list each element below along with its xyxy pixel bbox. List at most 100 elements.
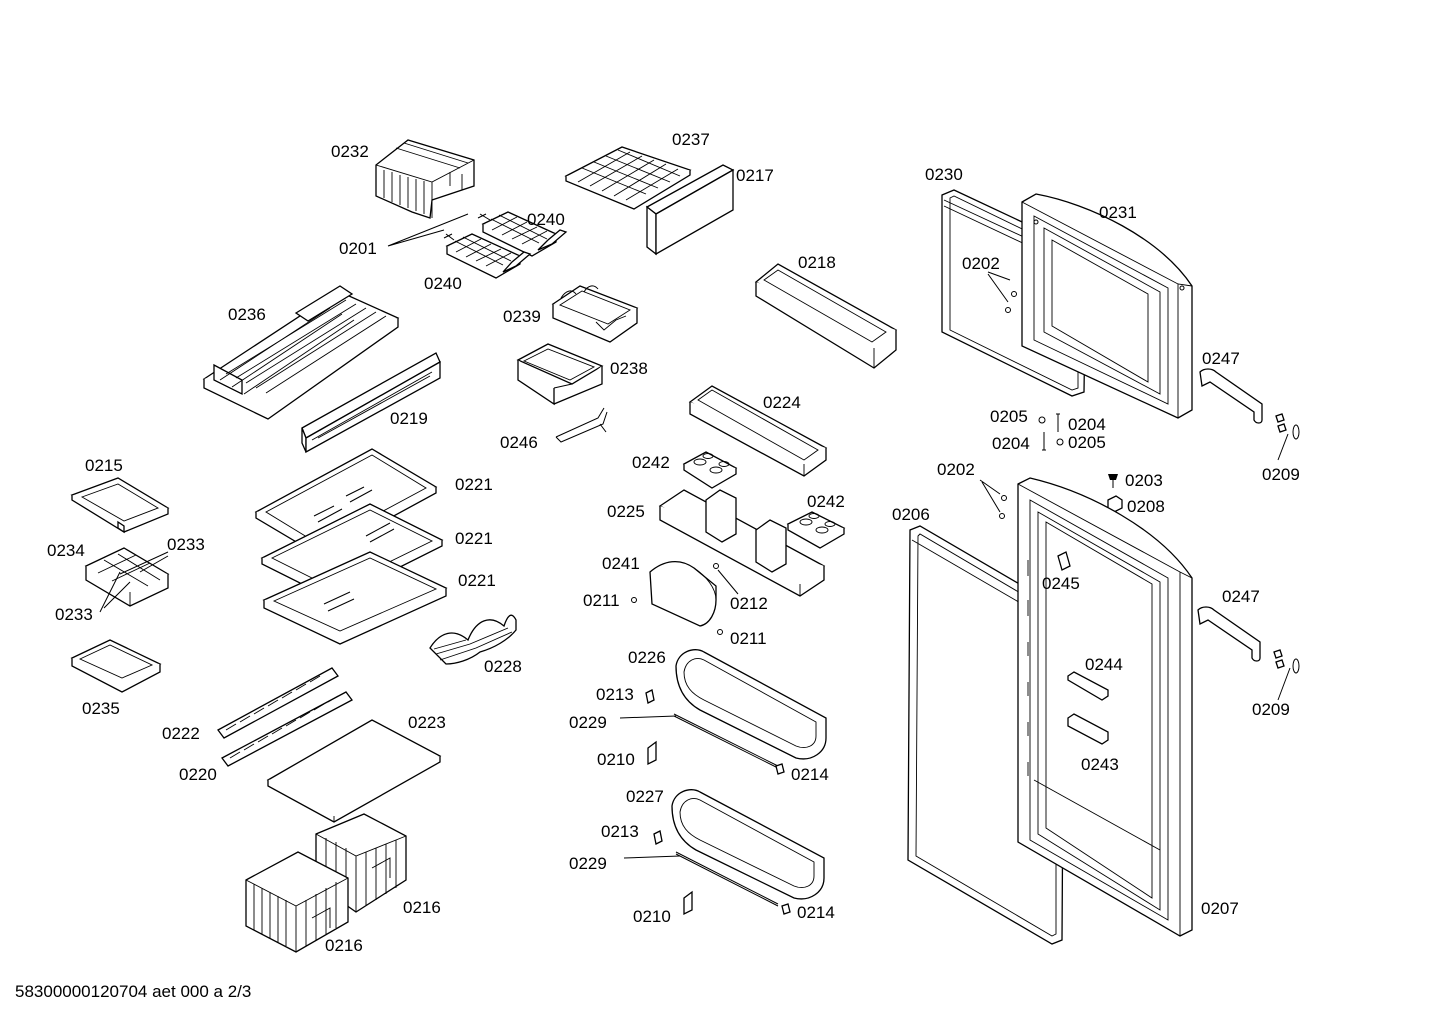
label-0211: 0211	[730, 629, 767, 648]
label-0205: 0205	[990, 407, 1028, 426]
part-0221-glass-shelf-3	[262, 551, 448, 645]
label-0208: 0208	[1127, 497, 1165, 516]
part-0247-handle-upper	[1199, 368, 1263, 424]
label-0242: 0242	[632, 453, 670, 472]
part-0247-handle-lower	[1197, 606, 1261, 662]
label-0247: 0247	[1202, 349, 1240, 368]
part-0238-tray	[516, 343, 604, 406]
label-0205: 0205	[1068, 433, 1106, 452]
part-0224-door-bin	[688, 385, 828, 477]
part-0211-pin-left	[631, 597, 637, 603]
label-0215: 0215	[85, 456, 123, 475]
part-0219-front-strip	[301, 352, 441, 454]
part-0217-panel	[645, 164, 735, 256]
label-0211: 0211	[583, 591, 620, 610]
part-0220-strip	[221, 691, 353, 767]
label-0214: 0214	[797, 903, 835, 922]
label-0234: 0234	[47, 541, 85, 560]
label-0224: 0224	[763, 393, 801, 412]
part-0242-egg-tray-upper	[682, 451, 738, 489]
label-0221: 0221	[455, 529, 493, 548]
label-0204: 0204	[1068, 415, 1106, 434]
part-0240-ice-tray-lower	[443, 233, 532, 279]
part-0246-clip	[555, 407, 608, 443]
label-0223: 0223	[408, 713, 446, 732]
part-0229-rod-upper	[673, 713, 779, 769]
label-0242: 0242	[807, 492, 845, 511]
label-0203: 0203	[1125, 471, 1163, 490]
part-0234-divider-box	[84, 547, 170, 607]
part-0231-freezer-door	[1021, 193, 1193, 419]
part-0214-cap-upper	[775, 763, 785, 775]
part-0223-cover-plate	[266, 719, 442, 823]
part-0203-screw	[1108, 474, 1118, 488]
part-0214-cap-lower	[781, 903, 791, 915]
label-0209: 0209	[1252, 700, 1290, 719]
leader-lines	[99, 213, 1291, 859]
label-0209: 0209	[1262, 465, 1300, 484]
label-0214: 0214	[791, 765, 829, 784]
part-0210-bracket-lower	[683, 890, 693, 916]
part-0235-tray	[70, 639, 162, 693]
part-0202-screws-upper	[1005, 291, 1017, 313]
part-0225-door-bin	[658, 489, 826, 597]
part-0226-door-bin	[675, 649, 827, 760]
label-0229: 0229	[569, 713, 607, 732]
label-0217: 0217	[736, 166, 774, 185]
label-0239: 0239	[503, 307, 541, 326]
label-0220: 0220	[179, 765, 217, 784]
part-0210-bracket-upper	[647, 740, 657, 766]
part-0204-pin-lower	[1042, 432, 1046, 451]
label-0219: 0219	[390, 409, 428, 428]
label-0245: 0245	[1042, 574, 1080, 593]
label-0225: 0225	[607, 502, 645, 521]
part-0237-grille	[564, 146, 692, 210]
label-0236: 0236	[228, 305, 266, 324]
part-0241-flap	[649, 561, 717, 627]
label-0210: 0210	[633, 907, 671, 926]
part-0239-drawer	[551, 285, 639, 343]
label-0221: 0221	[455, 475, 493, 494]
part-0236-shelf-frame	[202, 285, 400, 420]
part-0211-pin-right	[717, 629, 723, 635]
label-0247: 0247	[1222, 587, 1260, 606]
label-0243: 0243	[1081, 755, 1119, 774]
label-0213: 0213	[601, 822, 639, 841]
label-0212: 0212	[730, 594, 768, 613]
label-0240: 0240	[424, 274, 462, 293]
label-0204: 0204	[992, 434, 1030, 453]
label-0210: 0210	[597, 750, 635, 769]
part-0212-pin	[713, 563, 719, 569]
part-0209-screws-upper	[1275, 413, 1300, 440]
part-0205-nut-upper	[1038, 416, 1046, 424]
label-0235: 0235	[82, 699, 120, 718]
label-0216: 0216	[403, 898, 441, 917]
label-0202: 0202	[937, 460, 975, 479]
drawing-reference-footer: 58300000120704 aet 000 a 2/3	[15, 982, 251, 1001]
label-0246: 0246	[500, 433, 538, 452]
label-0244: 0244	[1085, 655, 1123, 674]
label-0216: 0216	[325, 936, 363, 955]
label-0230: 0230	[925, 165, 963, 184]
label-0218: 0218	[798, 253, 836, 272]
label-0237: 0237	[672, 130, 710, 149]
label-0202: 0202	[962, 254, 1000, 273]
label-0226: 0226	[628, 648, 666, 667]
label-0229: 0229	[569, 854, 607, 873]
part-0222-strip	[217, 667, 339, 739]
part-0228-bottle-rack	[429, 614, 517, 665]
label-0238: 0238	[610, 359, 648, 378]
part-0232-duct-cover	[375, 139, 475, 219]
part-0216-crisper-bin-front	[245, 851, 349, 953]
label-0240: 0240	[527, 210, 565, 229]
part-0227-door-bin	[671, 789, 825, 900]
part-0242-egg-tray-lower	[786, 511, 846, 549]
part-0218-door-bin	[754, 263, 898, 369]
label-0231: 0231	[1099, 203, 1137, 222]
label-0222: 0222	[162, 724, 200, 743]
label-0213: 0213	[596, 685, 634, 704]
part-0240-ice-tray-upper	[477, 211, 568, 257]
label-0233: 0233	[55, 605, 93, 624]
label-0206: 0206	[892, 505, 930, 524]
